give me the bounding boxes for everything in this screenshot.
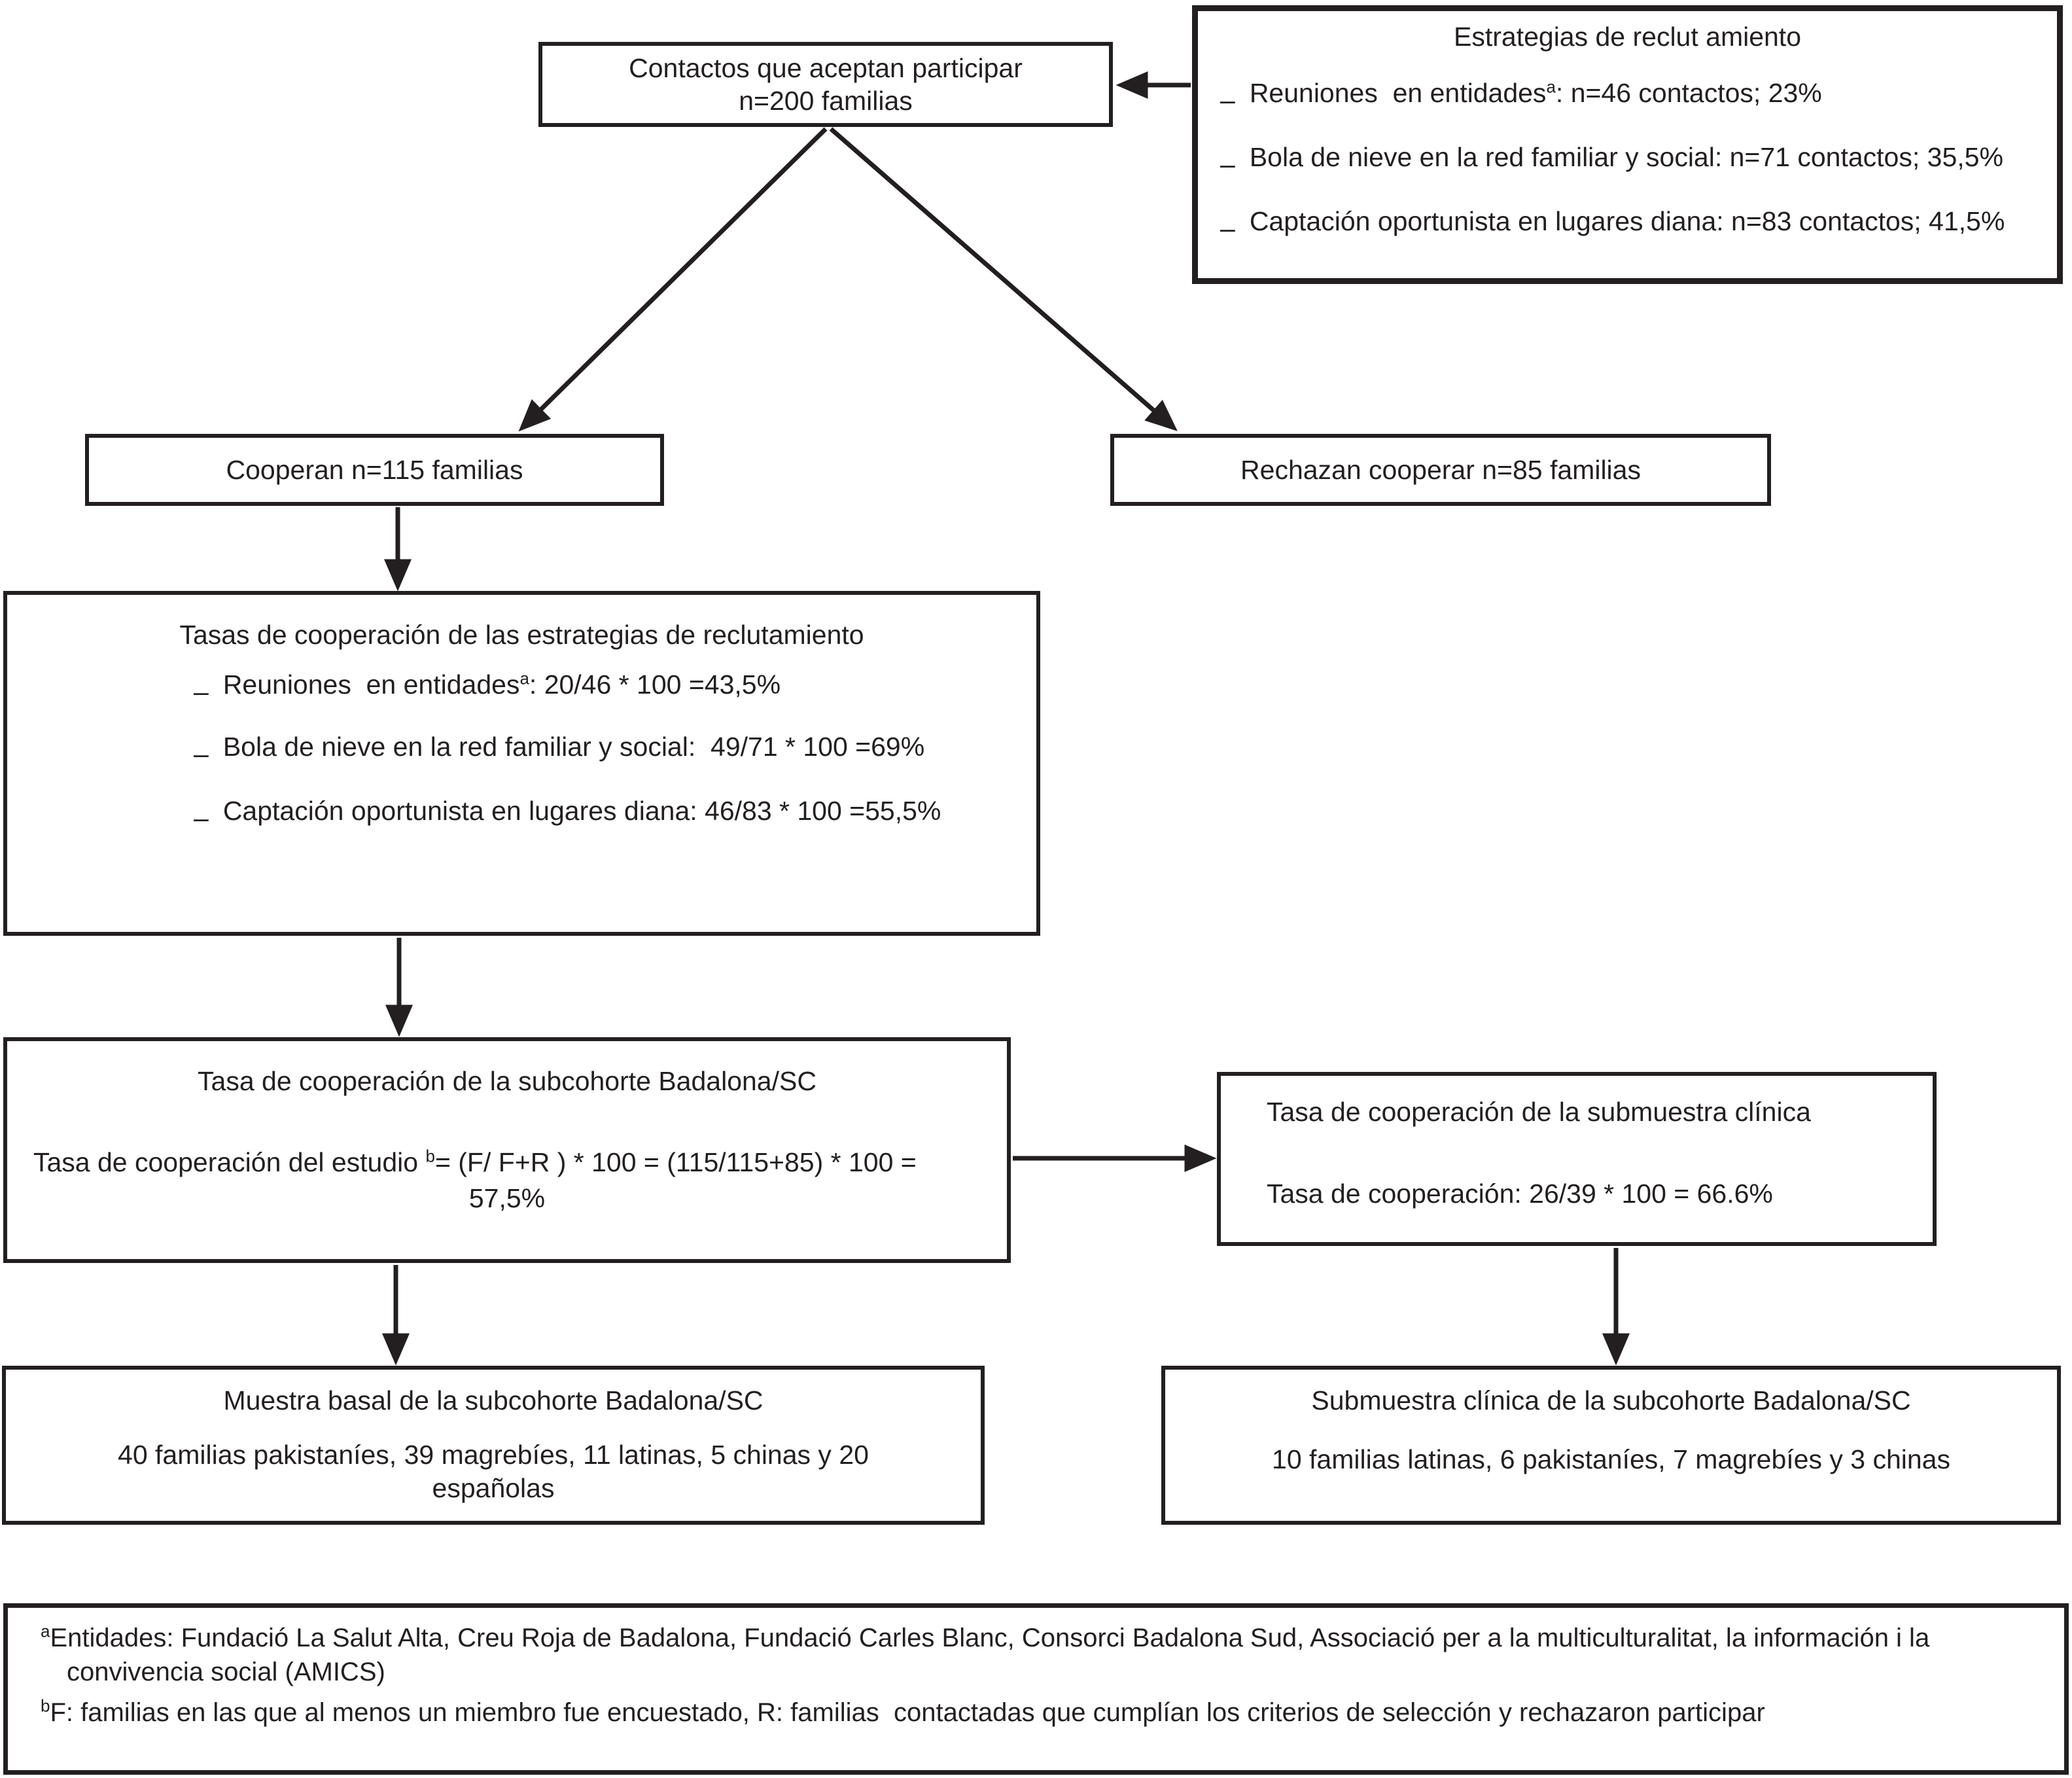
tasas-item-text: : 20/46 * 100 =43,5% (529, 669, 781, 700)
contactos-line2: n=200 familias (739, 86, 913, 116)
superscript-marker: a (519, 668, 529, 688)
tasas-title: Tasas de cooperación de las estrategias … (179, 620, 864, 650)
submuestra-tasa-title: Tasa de cooperación de la submuestra clí… (1267, 1097, 1811, 1127)
footnote-a: aEntidades: Fundació La Salut Alta, Creu… (26, 1621, 2046, 1689)
muestra-basal-line3: españolas (432, 1473, 555, 1503)
bullet-dash-icon: – (194, 739, 209, 769)
bullet-dash-icon: – (1220, 149, 1235, 179)
estrategias-item-reuniones: –Reuniones en entidadesa: n=46 contactos… (1220, 77, 2047, 115)
box-contactos-aceptan: Contactos que aceptan participar n=200 f… (538, 42, 1113, 127)
tasas-item-text: Captación oportunista en lugares diana: … (222, 796, 941, 826)
estrategias-item-text: Reuniones en entidades (1249, 78, 1547, 108)
bullet-dash-icon: – (194, 803, 209, 833)
cooperan-label: Cooperan n=115 familias (226, 455, 523, 485)
arrow-contactos-to-rechazan (829, 127, 1178, 431)
estrategias-item-text: Captación oportunista en lugares diana: … (1249, 206, 2005, 236)
submuestra-clinica-line2: 10 familias latinas, 6 pakistaníes, 7 ma… (1272, 1444, 1950, 1474)
box-rechazan: Rechazan cooperar n=85 familias (1110, 434, 1771, 506)
box-estrategias-reclutamiento: Estrategias de reclut amiento –Reuniones… (1192, 5, 2063, 284)
submuestra-tasa-line2: Tasa de cooperación: 26/39 * 100 = 66.6% (1267, 1179, 1773, 1209)
box-tasa-subcohorte: Tasa de cooperación de la subcohorte Bad… (3, 1037, 1011, 1263)
superscript-marker: b (41, 1696, 50, 1716)
superscript-marker: a (1546, 77, 1556, 97)
estrategias-item-text: Bola de nieve en la red familiar y socia… (1249, 142, 2003, 172)
subcohorte-title: Tasa de cooperación de la subcohorte Bad… (198, 1066, 817, 1096)
subcohorte-formula: Tasa de cooperación del estudio b= (F/ F… (33, 1146, 994, 1179)
box-tasas-cooperacion: Tasas de cooperación de las estrategias … (3, 591, 1040, 936)
subcohorte-result: 57,5% (468, 1183, 546, 1213)
box-tasa-submuestra-clinica: Tasa de cooperación de la submuestra clí… (1217, 1072, 1937, 1246)
footnote-a-text: Entidades: Fundació La Salut Alta, Creu … (50, 1624, 1937, 1686)
tasas-item-text: Bola de nieve en la red familiar y socia… (222, 732, 925, 762)
tasas-item-bola-nieve: –Bola de nieve en la red familiar y soci… (194, 730, 1030, 769)
box-cooperan: Cooperan n=115 familias (85, 434, 664, 506)
footnote-b-text: F: familias en las que al menos un miemb… (50, 1698, 1765, 1727)
tasas-item-captacion: –Captación oportunista en lugares diana:… (194, 794, 1030, 833)
box-submuestra-clinica: Submuestra clínica de la subcohorte Bada… (1161, 1366, 2061, 1525)
estrategias-item-captacion: –Captación oportunista en lugares diana:… (1220, 205, 2047, 243)
muestra-basal-title: Muestra basal de la subcohorte Badalona/… (223, 1385, 764, 1415)
subcohorte-formula-text: Tasa de cooperación del estudio (33, 1147, 426, 1177)
estrategias-item-bola-nieve: –Bola de nieve en la red familiar y soci… (1220, 141, 2047, 179)
tasas-item-reuniones: –Reuniones en entidadesa: 20/46 * 100 =4… (194, 668, 1030, 707)
rechazan-label: Rechazan cooperar n=85 familias (1240, 455, 1641, 485)
contactos-line1: Contactos que aceptan participar (629, 53, 1023, 83)
box-footnotes: aEntidades: Fundació La Salut Alta, Creu… (3, 1603, 2069, 1775)
footnote-b: bF: familias en las que al menos un miem… (26, 1696, 2046, 1730)
arrow-contactos-to-cooperan (518, 127, 828, 432)
estrategias-title: Estrategias de reclut amiento (1454, 22, 1801, 52)
bullet-dash-icon: – (194, 677, 209, 707)
box-muestra-basal: Muestra basal de la subcohorte Badalona/… (2, 1366, 985, 1525)
subcohorte-formula-text: = (F/ F+R ) * 100 = (115/115+85) * 100 = (434, 1147, 917, 1177)
bullet-dash-icon: – (1220, 213, 1235, 243)
tasas-item-text: Reuniones en entidades (222, 669, 520, 700)
bullet-dash-icon: – (1220, 85, 1235, 115)
superscript-marker: b (425, 1146, 435, 1166)
estrategias-item-text: : n=46 contactos; 23% (1555, 78, 1822, 108)
superscript-marker: a (41, 1621, 50, 1641)
muestra-basal-line2: 40 familias pakistaníes, 39 magrebíes, 1… (118, 1440, 869, 1470)
submuestra-clinica-title: Submuestra clínica de la subcohorte Bada… (1311, 1385, 1911, 1415)
